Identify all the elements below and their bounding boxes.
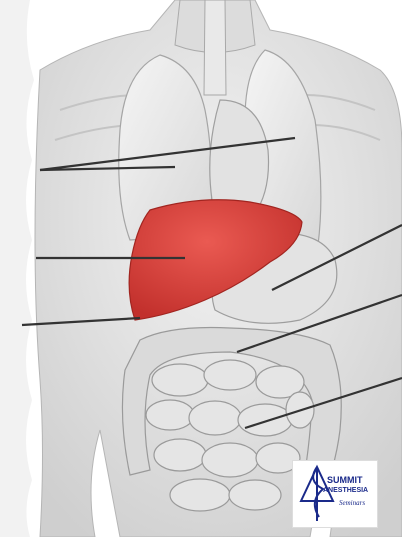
- logo-line-3: Seminars: [339, 499, 365, 507]
- logo-line-2: ANESTHESIA: [323, 487, 368, 494]
- logo-line-1: SUMMIT: [327, 475, 363, 485]
- mountain-caduceus-icon: [293, 461, 377, 527]
- trachea: [204, 0, 226, 95]
- summit-logo: SUMMIT ANESTHESIA Seminars: [292, 460, 378, 528]
- left-margin-band: [0, 0, 34, 537]
